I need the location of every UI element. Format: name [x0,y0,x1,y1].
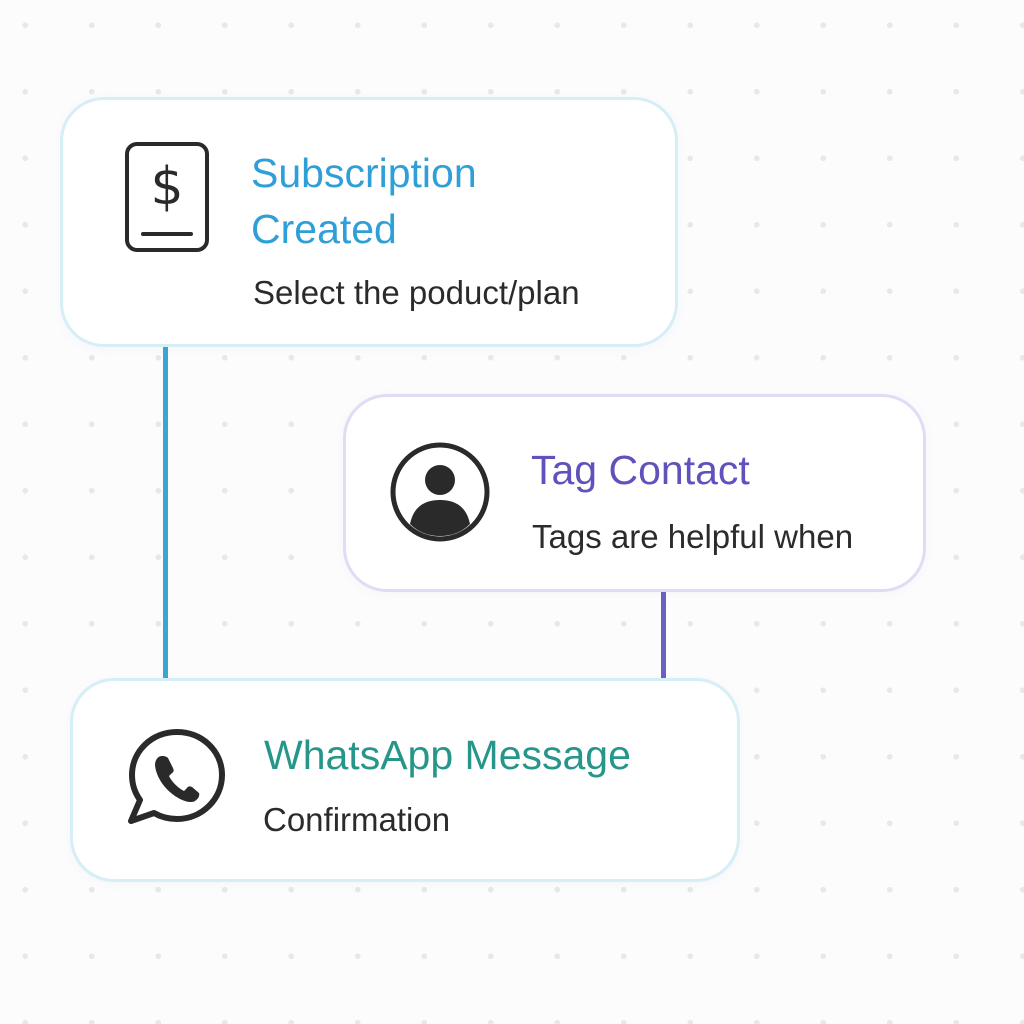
node-whatsapp-message[interactable]: WhatsApp Message Confirmation [70,678,740,882]
node-subtitle: Select the poduct/plan [253,274,580,311]
whatsapp-icon [125,725,229,834]
node-title: WhatsApp Message [264,732,631,778]
node-title: Tag Contact [531,447,750,493]
node-subtitle: Tags are helpful when [532,518,854,555]
connector-subscription-to-whatsapp [163,346,168,682]
connector-tag-to-whatsapp [661,590,666,682]
svg-text:$: $ [150,157,183,217]
node-subtitle: Confirmation [263,801,451,838]
node-title: Subscription Created [251,150,477,252]
user-avatar-icon [388,440,492,549]
node-subscription-created[interactable]: $ Subscription Created Select the poduct… [60,97,678,347]
dollar-receipt-icon: $ [121,140,211,261]
node-tag-contact[interactable]: Tag Contact Tags are helpful when [343,394,926,592]
